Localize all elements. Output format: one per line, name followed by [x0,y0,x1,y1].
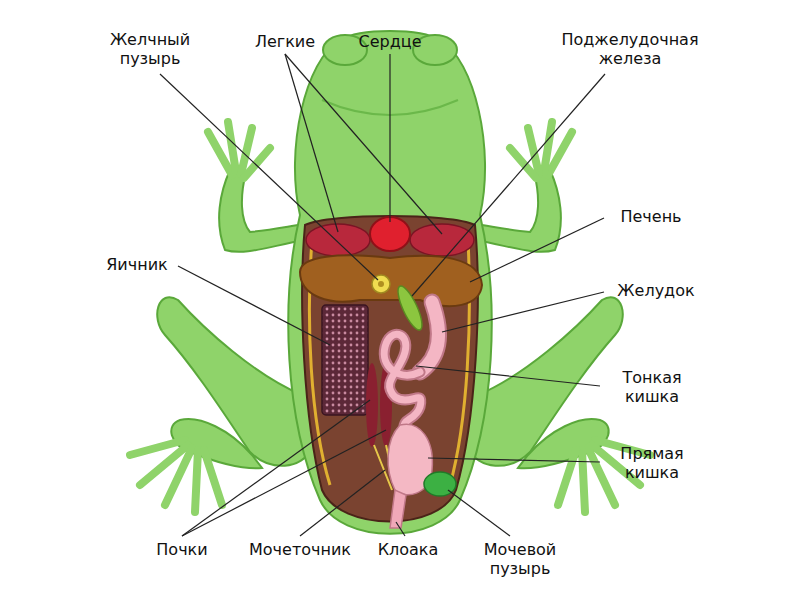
front-arm [475,170,561,252]
organ-label: Поджелудочная железа [555,30,705,68]
leader-line [396,522,405,536]
lung [410,224,474,256]
leader-line [470,218,604,282]
leader-line [182,430,386,536]
stomach-outline [420,302,438,372]
frog-limbs-left [130,122,312,512]
organ-label: Яичник [92,255,182,274]
cloaca [390,490,406,528]
leader-line [448,490,510,536]
finger [544,122,552,172]
leader-lines [160,54,605,536]
organ-label: Тонкая кишка [602,368,702,406]
organ-label: Мочеточник [240,540,360,559]
pancreas [394,283,427,332]
toe [588,448,615,505]
small-intestine-outline [384,334,421,432]
leader-line [412,74,605,296]
toe [558,450,576,505]
organ-label: Печень [606,207,696,226]
leader-line [285,54,442,234]
front-arm [219,170,305,252]
liver [300,255,482,306]
kidney [366,363,378,447]
leader-line [300,470,385,536]
gall-bladder-dot [378,281,384,287]
finger [228,122,236,172]
organ-label: Желудок [606,281,706,300]
organ-label: Сердце [350,32,430,51]
lung [306,224,370,256]
toe [195,450,198,512]
leader-line [178,266,330,345]
organ-label: Легкие [245,32,325,51]
finger [510,148,536,178]
leader-line [428,458,600,462]
leader-line [160,74,378,280]
organ-label: Мочевой пузырь [470,540,570,578]
toe [204,450,222,505]
toe [165,448,192,505]
stomach [420,302,438,372]
heart [370,217,410,251]
toe [582,450,585,512]
leader-line [389,54,390,222]
leader-line [285,54,338,232]
organ-label: Прямая кишка [602,444,702,482]
organ-label: Клоака [368,540,448,559]
small-intestine [384,334,421,432]
leader-line [442,292,604,332]
leader-line [416,366,600,386]
leader-line [182,400,370,536]
organ-label: Почки [142,540,222,559]
fingers [510,122,572,178]
toes [130,440,222,512]
ovary [322,305,368,415]
organ-label: Желчный пузырь [100,30,200,68]
